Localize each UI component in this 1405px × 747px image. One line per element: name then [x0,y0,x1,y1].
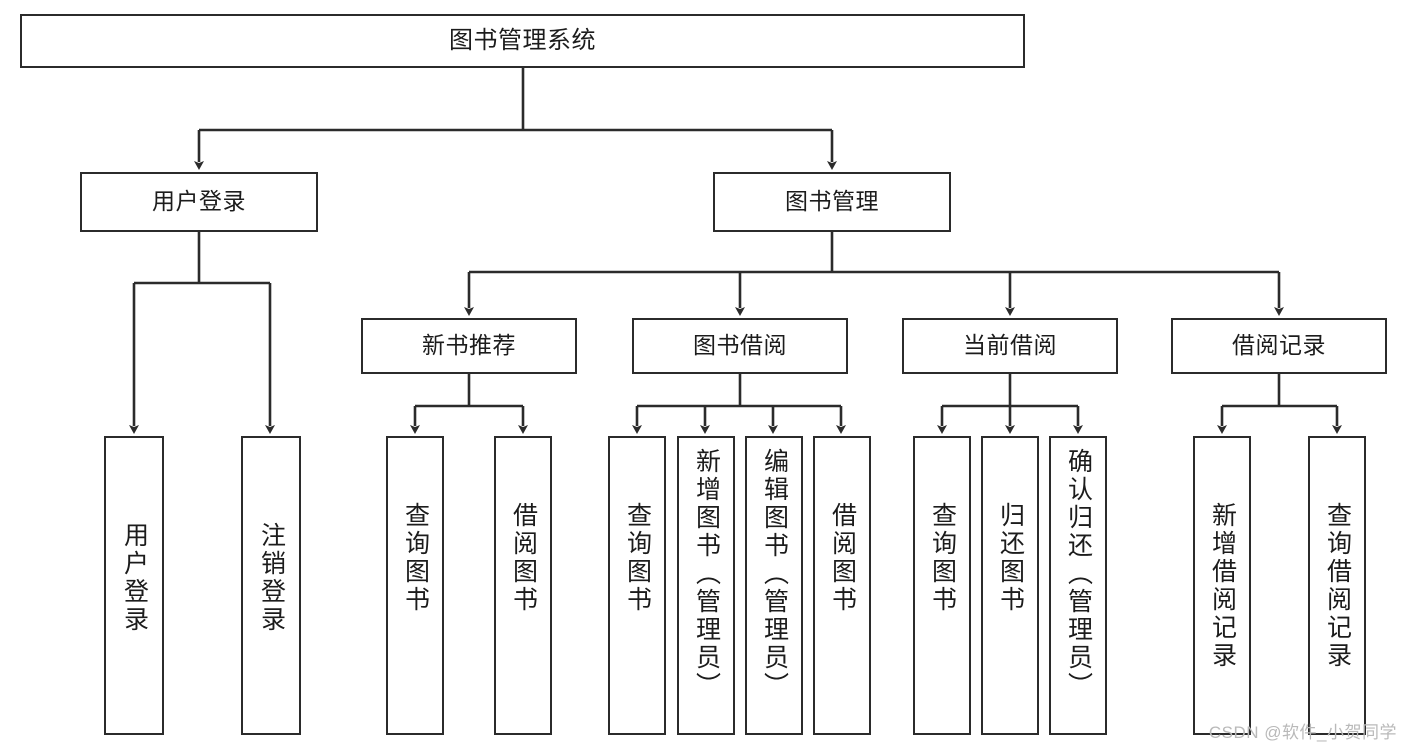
leaf-label: 查询图书 [928,502,957,614]
node-label: 当前借阅 [963,332,1057,359]
leaf-label: 归还图书 [996,502,1025,614]
leaf-edit-book[interactable]: 编辑图书（管理员） [745,436,803,735]
leaf-label: 查询图书 [623,502,652,614]
leaf-user-login[interactable]: 用户登录 [104,436,164,735]
leaf-borrow-book-recommend[interactable]: 借阅图书 [494,436,552,735]
leaf-query-book-borrow[interactable]: 查询图书 [608,436,666,735]
leaf-add-borrow-record[interactable]: 新增借阅记录 [1193,436,1251,735]
leaf-confirm-return[interactable]: 确认归还（管理员） [1049,436,1107,735]
node-label: 用户登录 [152,188,246,215]
leaf-borrow-book[interactable]: 借阅图书 [813,436,871,735]
node-new-book-recommend[interactable]: 新书推荐 [361,318,577,374]
leaf-label: 确认归还（管理员） [1064,448,1093,700]
leaf-query-book-current[interactable]: 查询图书 [913,436,971,735]
node-label: 新书推荐 [422,332,516,359]
leaf-label: 新增借阅记录 [1208,502,1237,670]
node-book-management[interactable]: 图书管理 [713,172,951,232]
node-label: 图书借阅 [693,332,787,359]
leaf-label: 借阅图书 [509,502,538,614]
node-root-label: 图书管理系统 [449,26,596,54]
leaf-label: 注销登录 [257,522,286,634]
leaf-query-book-recommend[interactable]: 查询图书 [386,436,444,735]
node-book-borrow[interactable]: 图书借阅 [632,318,848,374]
node-root[interactable]: 图书管理系统 [20,14,1025,68]
node-label: 借阅记录 [1232,332,1326,359]
leaf-label: 新增图书（管理员） [692,448,721,700]
node-current-borrow[interactable]: 当前借阅 [902,318,1118,374]
leaf-label: 查询借阅记录 [1323,502,1352,670]
node-borrow-record[interactable]: 借阅记录 [1171,318,1387,374]
leaf-query-borrow-record[interactable]: 查询借阅记录 [1308,436,1366,735]
leaf-return-book[interactable]: 归还图书 [981,436,1039,735]
leaf-user-logout[interactable]: 注销登录 [241,436,301,735]
node-label: 图书管理 [785,188,879,215]
leaf-label: 编辑图书（管理员） [760,448,789,700]
watermark: CSDN @软件_小贺同学 [1208,723,1397,742]
node-user-login-group[interactable]: 用户登录 [80,172,318,232]
leaf-add-book[interactable]: 新增图书（管理员） [677,436,735,735]
leaf-label: 借阅图书 [828,502,857,614]
leaf-label: 查询图书 [401,502,430,614]
leaf-label: 用户登录 [120,522,149,634]
